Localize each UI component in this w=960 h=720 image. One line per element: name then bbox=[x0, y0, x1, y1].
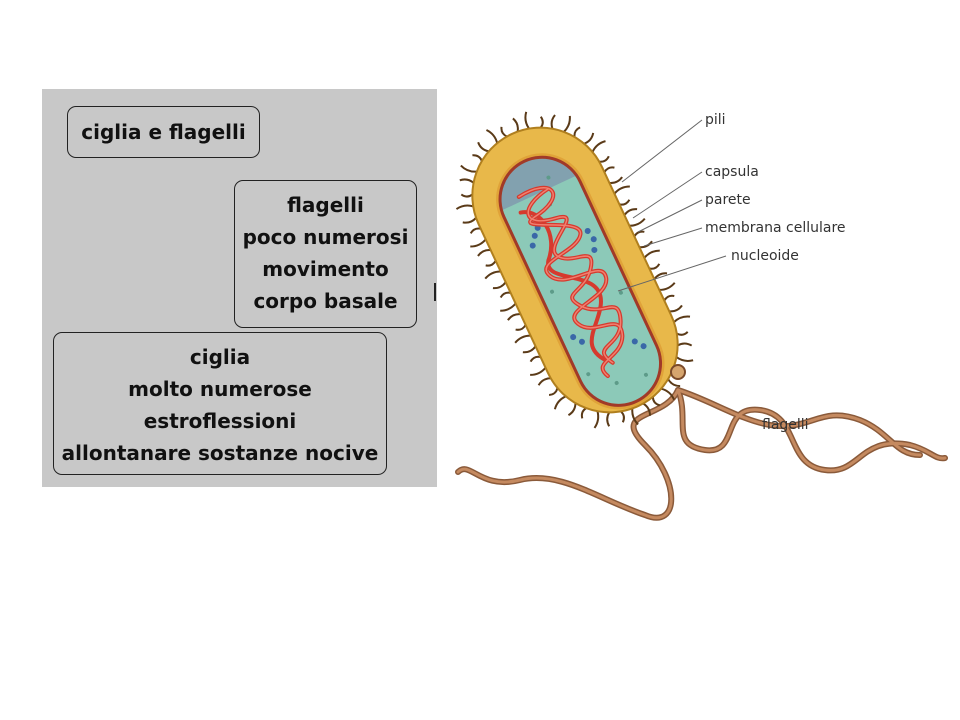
pilus bbox=[455, 204, 474, 210]
pilus bbox=[676, 331, 689, 336]
pilus bbox=[515, 324, 527, 331]
pilus bbox=[629, 217, 646, 227]
pilus bbox=[484, 270, 501, 280]
parete-leader bbox=[637, 199, 703, 233]
title-text: ciglia e flagelli bbox=[81, 120, 246, 144]
ciglia-line-4: allontanare sostanze nocive bbox=[61, 441, 379, 465]
pilus bbox=[593, 410, 600, 429]
pilus bbox=[499, 291, 511, 299]
title-box: ciglia e flagelli bbox=[67, 106, 260, 158]
pilus bbox=[619, 199, 631, 206]
pilus bbox=[660, 387, 676, 401]
pilus bbox=[469, 227, 481, 234]
text-cursor-mark bbox=[434, 283, 436, 301]
pilus bbox=[550, 114, 556, 130]
bacterium-diagram: pili capsula parete membrana cellulare n… bbox=[455, 111, 948, 521]
flagella-group bbox=[455, 387, 948, 521]
membrana-leader bbox=[643, 227, 703, 247]
pilus bbox=[669, 304, 683, 313]
leader-lines bbox=[617, 119, 727, 292]
flagelli-heading: flagelli bbox=[287, 193, 364, 217]
pilus bbox=[642, 402, 652, 416]
pilus bbox=[653, 272, 668, 280]
pilus bbox=[529, 355, 541, 363]
pilus bbox=[603, 166, 615, 173]
pilus bbox=[492, 281, 507, 290]
plasmid-group bbox=[529, 224, 647, 350]
text-panel bbox=[42, 89, 437, 487]
pilus bbox=[675, 356, 694, 362]
flagelli-box: flagelli poco numerosi movimento corpo b… bbox=[234, 180, 417, 328]
label-pili: pili bbox=[705, 112, 726, 128]
pilus bbox=[500, 126, 508, 138]
cell-body bbox=[455, 111, 694, 429]
pilus bbox=[522, 345, 537, 354]
pilus bbox=[563, 115, 571, 133]
flagelli-line-2: poco numerosi bbox=[242, 225, 409, 249]
flagelli-line-4: corpo basale bbox=[253, 289, 398, 313]
pili-leader bbox=[621, 119, 703, 183]
pilus bbox=[460, 193, 473, 198]
pilus bbox=[673, 315, 691, 323]
ciglia-line-3: estroflessioni bbox=[143, 409, 297, 433]
pilus bbox=[613, 185, 630, 195]
flagella-highlight bbox=[456, 388, 947, 519]
pilus bbox=[567, 403, 577, 417]
pilus bbox=[512, 117, 519, 132]
flagelli-line-3: movimento bbox=[262, 257, 389, 281]
pilus bbox=[462, 217, 477, 224]
pilus bbox=[530, 367, 547, 376]
membrana-layer bbox=[498, 155, 663, 407]
pilus bbox=[643, 249, 660, 259]
ciglia-heading: ciglia bbox=[189, 345, 251, 369]
pilus bbox=[667, 378, 681, 388]
pilus bbox=[460, 164, 477, 173]
nucleoide-leader bbox=[617, 255, 727, 292]
pilus bbox=[485, 260, 497, 267]
pilus bbox=[631, 408, 639, 426]
flagellum-2 bbox=[675, 387, 948, 474]
pilus bbox=[507, 313, 521, 321]
pilus bbox=[591, 140, 606, 153]
ciglia-box: ciglia molto numerose estroflessioni all… bbox=[53, 332, 387, 475]
pilus bbox=[659, 282, 676, 291]
capsula-leader bbox=[632, 171, 703, 219]
pilus bbox=[623, 208, 638, 216]
flagellum-1 bbox=[455, 387, 681, 521]
label-flagelli: flagelli bbox=[762, 417, 809, 433]
pilus bbox=[606, 411, 611, 427]
label-parete: parete bbox=[705, 192, 751, 208]
pilus bbox=[485, 129, 499, 144]
pilus bbox=[477, 249, 491, 257]
label-capsula: capsula bbox=[705, 164, 759, 180]
pilus bbox=[470, 238, 487, 248]
pilus bbox=[514, 334, 531, 344]
label-membrana-cellulare: membrana cellulare bbox=[705, 220, 846, 236]
nucleoide-highlight bbox=[518, 187, 624, 377]
corpo-basale bbox=[670, 364, 686, 380]
pilus bbox=[459, 178, 475, 184]
pilus bbox=[539, 116, 544, 129]
ciglia-line-2: molto numerose bbox=[128, 377, 312, 401]
pilus bbox=[663, 294, 675, 302]
pilus bbox=[609, 176, 623, 185]
pilus bbox=[639, 240, 653, 249]
pilus bbox=[524, 111, 530, 130]
pilus bbox=[649, 263, 661, 270]
pilus bbox=[500, 302, 517, 312]
label-nucleoide: nucleoide bbox=[731, 248, 799, 264]
pilus bbox=[537, 377, 551, 386]
pilus bbox=[677, 342, 693, 347]
pilus bbox=[553, 395, 567, 410]
